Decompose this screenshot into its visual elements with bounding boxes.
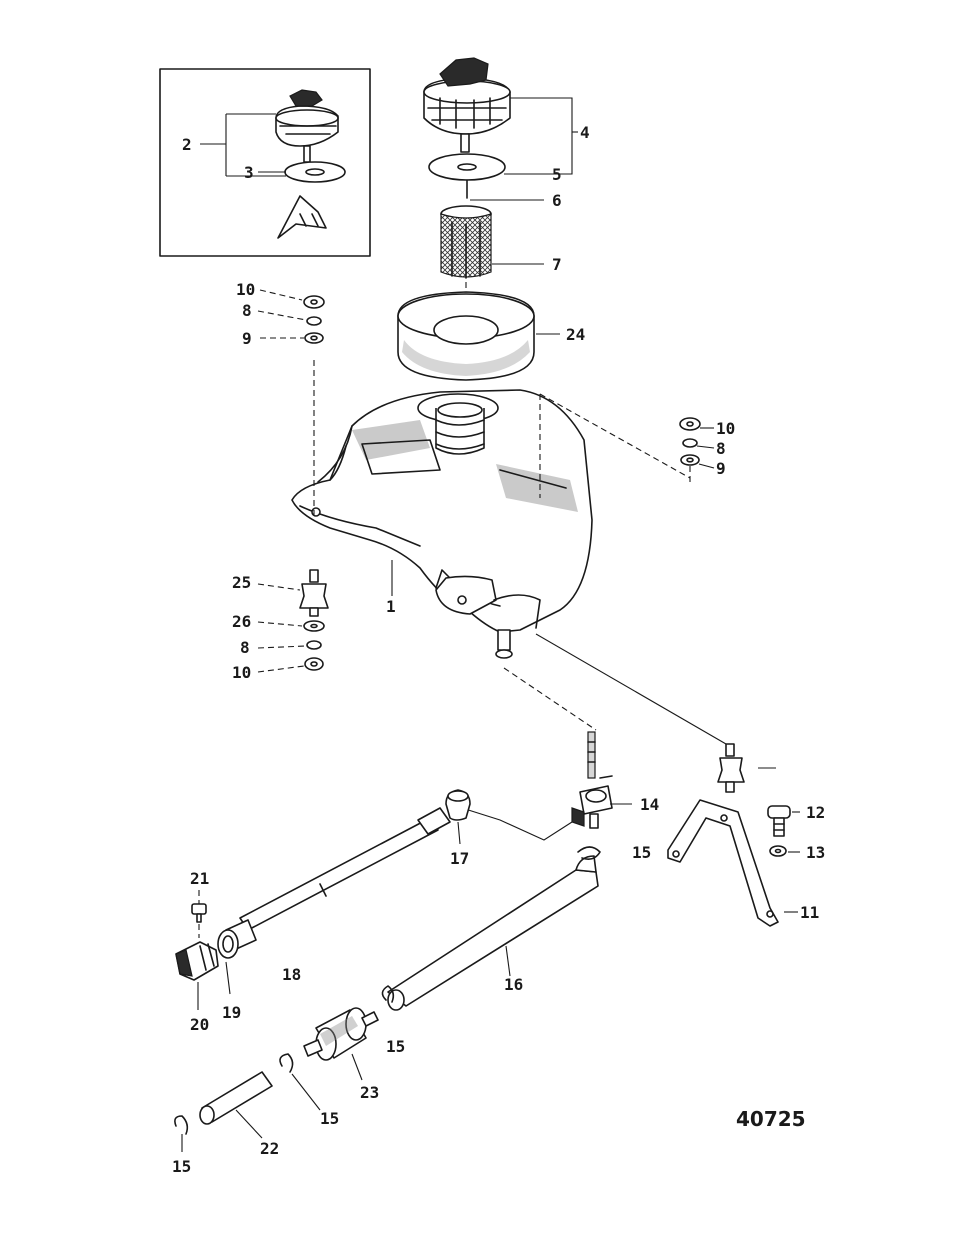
callout-7: 7 [552, 255, 562, 274]
callout-20: 20 [190, 1015, 209, 1034]
callout-6: 6 [552, 191, 562, 210]
callout-13: 13 [806, 843, 825, 862]
clamp-15-b [381, 985, 395, 1003]
callout-26: 26 [232, 612, 251, 631]
clamp-15-c [279, 1053, 294, 1073]
callout-5: 5 [552, 165, 562, 184]
inset-strap [277, 195, 327, 239]
callout-16: 16 [504, 975, 523, 994]
callout-2: 2 [182, 135, 192, 154]
inset-fuel-cap [275, 89, 339, 163]
left-grommet [299, 569, 329, 617]
inset-leaders [200, 113, 286, 177]
fuel-tank [291, 389, 593, 633]
leader-22 [235, 1109, 263, 1139]
bracket-alignment-line [535, 633, 727, 745]
washer-13 [769, 845, 787, 857]
callout-8-b: 8 [716, 439, 726, 458]
callout-21: 21 [190, 869, 209, 888]
callout-15-b: 15 [386, 1037, 405, 1056]
left-bottom-leaders [257, 583, 307, 673]
callout-8-c: 8 [240, 638, 250, 657]
callout-9-a: 9 [242, 329, 252, 348]
fuel-filter [303, 1007, 379, 1061]
screw-21 [191, 903, 207, 923]
callout-15-d: 15 [172, 1157, 191, 1176]
cap-leaders [470, 97, 578, 265]
callout-15-c: 15 [320, 1109, 339, 1128]
elbow-fitting [445, 789, 471, 821]
outlet-centerline [503, 667, 597, 731]
bracket-grommet [717, 743, 745, 793]
fuel-cap [423, 57, 511, 153]
left-bottom-hardware [303, 620, 325, 671]
callout-25: 25 [232, 573, 251, 592]
callout-10-b: 10 [716, 419, 735, 438]
clamp-15-a [577, 846, 601, 860]
callout-12: 12 [806, 803, 825, 822]
callout-15-a: 15 [632, 843, 651, 862]
leader-15-c [291, 1073, 321, 1111]
leader-23 [351, 1053, 363, 1081]
fuel-hose-16 [387, 855, 599, 1011]
callout-18: 18 [282, 965, 301, 984]
callout-22: 22 [260, 1139, 279, 1158]
leader-17 [457, 821, 461, 845]
figure-number: 40725 [736, 1107, 806, 1131]
right-hardware-leaders [696, 427, 715, 469]
hose-connector [175, 919, 257, 981]
callout-19: 19 [222, 1003, 241, 1022]
leader-16 [505, 945, 511, 977]
leader-19 [225, 961, 231, 995]
callout-11: 11 [800, 903, 819, 922]
callout-14: 14 [640, 795, 659, 814]
tank-outlet [495, 629, 513, 659]
inset-gasket [284, 161, 346, 183]
callout-4: 4 [580, 123, 590, 142]
foam-pad [397, 291, 535, 381]
mounting-bracket [667, 799, 779, 927]
callout-10-a: 10 [236, 280, 255, 299]
callout-9-b: 9 [716, 459, 726, 478]
bolt-12 [767, 805, 791, 837]
line-to-valve [461, 807, 573, 841]
callout-24: 24 [566, 325, 585, 344]
left-top-hardware [303, 295, 325, 344]
inset-box [159, 68, 371, 257]
callout-8-a: 8 [242, 301, 252, 320]
callout-17: 17 [450, 849, 469, 868]
right-mount-projection [539, 393, 691, 479]
callout-1: 1 [386, 597, 396, 616]
left-top-leaders [257, 289, 307, 339]
fuel-hose-22 [199, 1071, 273, 1125]
cap-gasket [428, 153, 506, 181]
clamp-15-d [174, 1115, 189, 1135]
tank-filler-neck [417, 393, 499, 455]
callout-10-c: 10 [232, 663, 251, 682]
fuel-strainer [440, 205, 492, 279]
right-hardware [679, 417, 701, 484]
fuel-hose-18 [239, 807, 451, 931]
callout-23: 23 [360, 1083, 379, 1102]
fuel-valve [571, 731, 613, 829]
callout-3: 3 [244, 163, 254, 182]
